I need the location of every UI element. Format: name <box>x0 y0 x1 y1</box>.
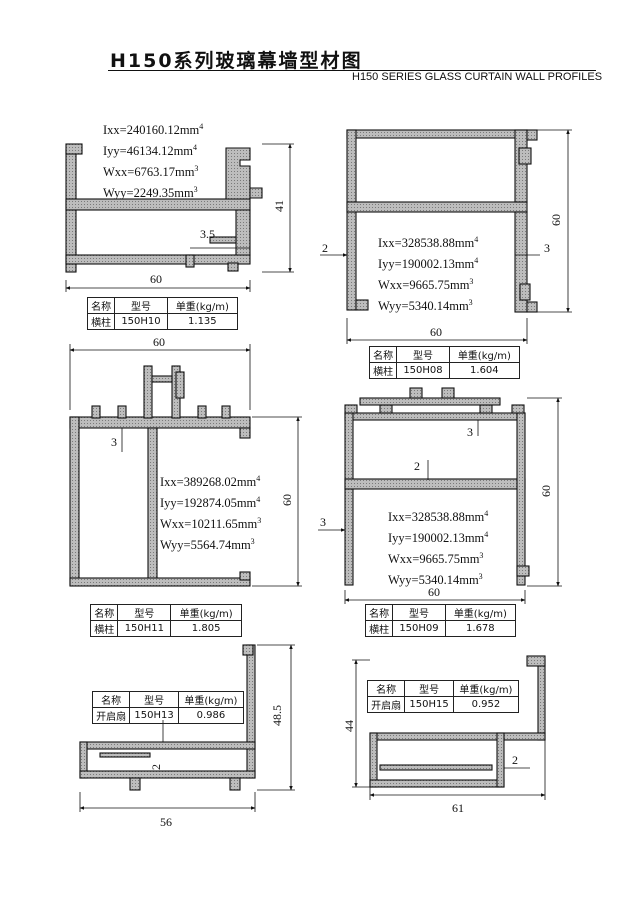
dim-150h11-wall: 3 <box>111 435 117 449</box>
dim-150h10-width: 60 <box>150 272 162 286</box>
dim-150h15-height: 44 <box>342 720 356 732</box>
dim-150h08-wall-left: 2 <box>322 241 328 255</box>
title-rule <box>108 70 596 71</box>
props-150h08: Ixx=328538.88mm4 Iyy=190002.13mm4 Wxx=96… <box>378 235 479 314</box>
dim-150h15-width: 61 <box>452 801 464 815</box>
dim-150h09-mid-wall: 2 <box>414 459 420 473</box>
dim-150h09-side-wall: 3 <box>320 515 326 529</box>
dim-150h09-top-wall: 3 <box>467 425 473 439</box>
dim-150h13-wall: 2 <box>149 764 163 770</box>
dim-150h10-height: 41 <box>272 200 286 212</box>
profile-150h13 <box>79 644 256 791</box>
dim-150h13-height: 48.5 <box>270 705 284 726</box>
dim-150h08-width: 60 <box>430 325 442 339</box>
dim-150h15-wall: 2 <box>512 753 518 767</box>
page-subtitle: H150 SERIES GLASS CURTAIN WALL PROFILES <box>352 71 603 83</box>
dim-150h11-height: 60 <box>280 494 294 506</box>
profile-150h10 <box>65 143 263 273</box>
profile-150h08 <box>346 129 538 313</box>
profile-150h11 <box>69 365 251 587</box>
dim-150h08-height: 60 <box>549 214 563 226</box>
props-150h11: Ixx=389268.02mm4 Iyy=192874.05mm4 Wxx=10… <box>160 474 262 553</box>
dim-150h10-thickness: 3.5 <box>200 227 215 241</box>
dim-150h13-width: 56 <box>160 815 172 829</box>
dim-150h08-wall-right: 3 <box>544 241 550 255</box>
props-150h09: Ixx=328538.88mm4 Iyy=190002.13mm4 Wxx=96… <box>388 509 489 588</box>
dim-150h09-width: 60 <box>428 585 440 599</box>
profile-150h15 <box>369 655 546 788</box>
dim-150h09-height: 60 <box>539 485 553 497</box>
profile-150h09 <box>344 387 530 586</box>
dim-150h11-width: 60 <box>153 335 165 349</box>
page-title: H150系列玻璃幕墙型材图 <box>110 50 363 72</box>
props-150h10: Ixx=240160.12mm4 Iyy=46134.12mm4 Wxx=676… <box>103 122 204 201</box>
